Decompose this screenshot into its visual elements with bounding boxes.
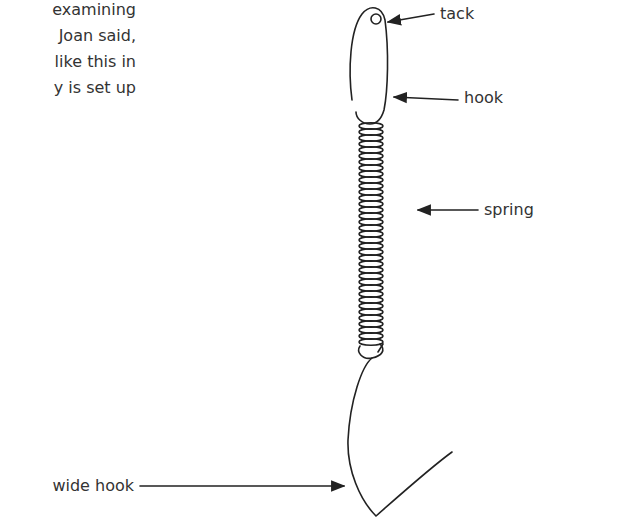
leader-line (418, 209, 478, 211)
paragraph-line: examining (52, 0, 136, 20)
spring-coils (359, 123, 383, 345)
leader-line (394, 97, 458, 100)
wide-hook-wire (348, 344, 452, 516)
part-label: spring (484, 200, 534, 220)
leader-line (140, 485, 344, 487)
part-label: tack (440, 4, 474, 24)
leader-line (388, 14, 434, 22)
part-label: wide hook (52, 476, 134, 496)
part-label: hook (464, 88, 503, 108)
paragraph-line: Joan said, (59, 26, 136, 46)
hook-wire (350, 8, 387, 124)
tack-head (371, 14, 381, 24)
paragraph-line: y is set up (54, 78, 136, 98)
paragraph-line: like this in (55, 52, 136, 72)
